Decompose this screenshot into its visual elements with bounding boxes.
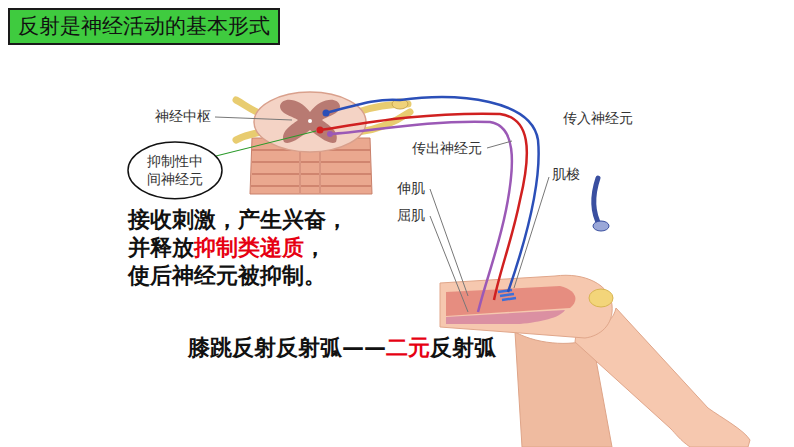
neuron-fibres <box>320 97 539 312</box>
text-line: 并释放抑制类递质， <box>128 234 326 262</box>
flexor-muscle <box>446 310 565 324</box>
white-matter <box>254 92 366 152</box>
leader-line <box>514 177 549 288</box>
flexor-fibre <box>330 122 512 312</box>
leader-line <box>430 216 468 312</box>
summary-text: 膝跳反射反射弧—— <box>188 335 386 360</box>
part-label: 传入神经元 <box>563 110 633 126</box>
text-line: 神经中枢 <box>155 108 211 125</box>
note-text: 抑制类递质 <box>194 235 304 260</box>
spinal-cord <box>254 92 366 152</box>
node-text-box: 抑制性中间神经元 <box>147 152 203 188</box>
note-text: ， <box>304 235 326 260</box>
part-label: 伸肌 <box>397 180 425 196</box>
summary-text: 反射弧 <box>430 335 496 360</box>
leader-line <box>216 131 316 156</box>
callout-ellipse: 抑制性中间神经元 <box>127 141 223 200</box>
slide-title: 反射是神经活动的基本形式 <box>8 8 280 45</box>
leader-line <box>430 189 468 296</box>
leg <box>440 275 750 447</box>
leader-line <box>215 117 292 120</box>
hammer-head <box>593 221 609 231</box>
part-label: 屈肌 <box>397 207 425 223</box>
hammer-handle <box>594 178 600 226</box>
text-line: 伸肌 <box>397 180 425 197</box>
note-text: 使后神经元被抑制。 <box>128 263 326 288</box>
part-label: 神经中枢 <box>155 108 211 124</box>
part-label: 肌梭 <box>552 166 580 182</box>
text-line: 传入神经元 <box>563 110 633 127</box>
efferent-fibre <box>320 114 527 300</box>
summary-text: 二元 <box>386 335 430 360</box>
grey-matter <box>280 100 340 143</box>
vertebra-stripes <box>251 150 371 186</box>
note-text: 并释放 <box>128 235 194 260</box>
reflex-hammer <box>593 178 609 231</box>
text-line: 传出神经元 <box>412 140 482 157</box>
ellipse-outline <box>127 141 223 200</box>
note-text: 接收刺激，产生兴奋， <box>128 207 348 232</box>
text-line: 膝跳反射反射弧——二元反射弧 <box>188 334 496 362</box>
text-line: 肌梭 <box>552 166 580 183</box>
text-line: 接收刺激，产生兴奋， <box>128 206 348 234</box>
part-label: 传出神经元 <box>412 140 482 156</box>
leader-line <box>487 141 512 148</box>
kneecap <box>589 289 613 307</box>
node-label: 抑制性中间神经元 <box>147 152 203 188</box>
text-line: 屈肌 <box>397 207 425 224</box>
ellipse-shape <box>128 142 222 199</box>
central-canal <box>308 119 312 123</box>
text-line: 使后神经元被抑制。 <box>128 262 326 290</box>
